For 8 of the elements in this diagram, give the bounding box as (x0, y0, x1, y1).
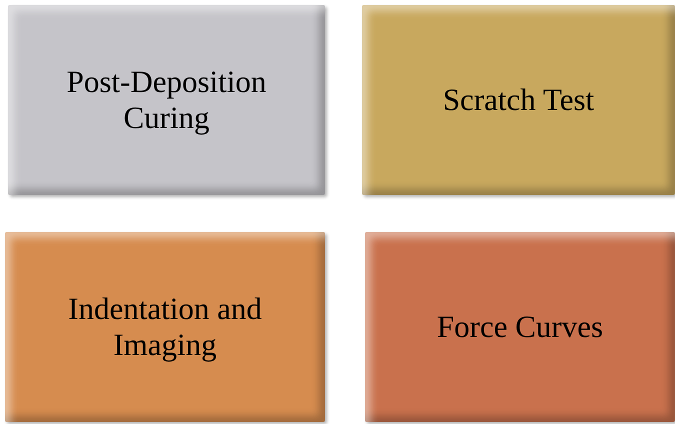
box-label: Force Curves (436, 309, 604, 345)
box-label: Indentation and Imaging (67, 291, 263, 363)
box-label: Post-Deposition Curing (66, 64, 268, 136)
box-label: Scratch Test (442, 82, 596, 118)
process-box (5, 232, 325, 422)
process-box (365, 232, 675, 422)
process-box (362, 5, 675, 195)
process-box (8, 5, 325, 195)
